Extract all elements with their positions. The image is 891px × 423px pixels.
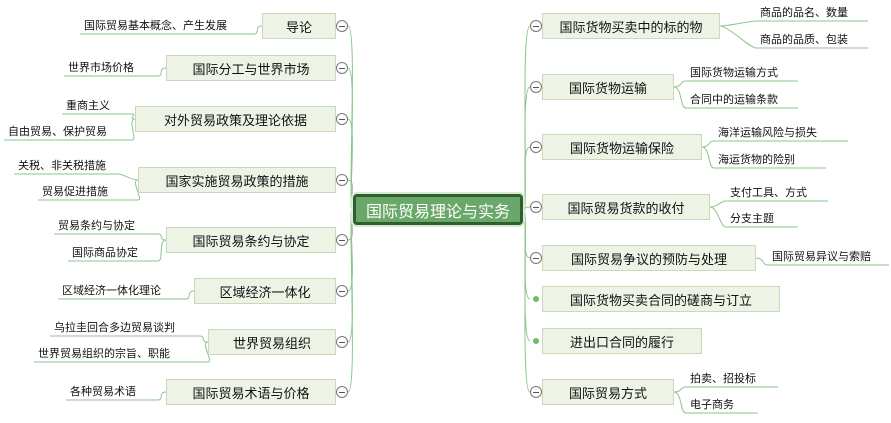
leaf-left-3-1[interactable]: 重商主义 [66, 99, 110, 112]
collapse-toggle-right-3[interactable] [530, 141, 542, 153]
leaf-connector-right-1-2 [719, 25, 757, 49]
leaf-right-1-2[interactable]: 商品的品质、包装 [760, 33, 848, 46]
left-topic-1[interactable]: 导论 [262, 13, 336, 39]
leaf-connector-right-8-2 [673, 391, 687, 414]
right-topic-1[interactable]: 国际货物买卖中的标的物 [542, 13, 720, 39]
leaf-right-5-1[interactable]: 国际贸易异议与索赔 [772, 250, 871, 263]
collapse-toggle-left-5[interactable] [336, 234, 348, 246]
branch-right-5 [522, 209, 531, 259]
branch-dot-right-6 [533, 296, 539, 302]
branch-right-7 [522, 209, 531, 342]
leaf-right-4-1[interactable]: 支付工具、方式 [730, 186, 807, 199]
root-topic[interactable]: 国际贸易理论与实务 [353, 194, 523, 225]
collapse-toggle-left-1[interactable] [336, 20, 348, 32]
branch-left-8 [347, 209, 354, 393]
left-topic-8[interactable]: 国际贸易术语与价格 [166, 379, 336, 405]
leaf-right-4-2[interactable]: 分支主题 [730, 212, 774, 225]
leaf-connector-left-8-1 [157, 391, 167, 401]
collapse-toggle-right-8[interactable] [530, 386, 542, 398]
branch-right-4 [522, 206, 531, 210]
leaf-connector-left-5-1 [157, 233, 167, 241]
right-topic-4[interactable]: 国际贸易货款的收付 [542, 194, 710, 220]
collapse-toggle-left-7[interactable] [336, 336, 348, 348]
leaf-right-2-1[interactable]: 国际货物运输方式 [690, 66, 778, 79]
collapse-toggle-right-5[interactable] [530, 252, 542, 264]
left-topic-3[interactable]: 对外贸易政策及理论依据 [135, 106, 336, 132]
left-topic-6[interactable]: 区域经济一体化 [194, 278, 336, 304]
leaf-connector-right-8-1 [673, 386, 687, 393]
leaf-connector-left-7-2 [204, 341, 210, 363]
leaf-connector-right-2-1 [673, 80, 687, 88]
leaf-connector-right-4-2 [709, 206, 727, 228]
left-topic-5[interactable]: 国际贸易条约与协定 [166, 227, 336, 253]
leaf-connector-left-5-2 [157, 239, 167, 262]
leaf-connector-right-3-2 [701, 146, 715, 169]
leaf-left-5-1[interactable]: 贸易条约与协定 [58, 219, 135, 232]
leaf-right-3-2[interactable]: 海运货物的险别 [718, 153, 795, 166]
branch-right-1 [522, 25, 531, 210]
leaf-connector-left-4-2 [134, 179, 140, 201]
branch-right-2 [522, 86, 531, 210]
right-topic-8[interactable]: 国际贸易方式 [542, 379, 674, 405]
collapse-toggle-left-2[interactable] [336, 62, 348, 74]
branch-right-3 [522, 146, 531, 210]
collapse-toggle-left-6[interactable] [336, 285, 348, 297]
leaf-right-2-2[interactable]: 合同中的运输条款 [690, 93, 778, 106]
branch-left-4 [347, 179, 354, 210]
leaf-left-8-1[interactable]: 各种贸易术语 [70, 385, 136, 398]
branch-dot-right-7 [533, 338, 539, 344]
collapse-toggle-left-4[interactable] [336, 174, 348, 186]
leaf-connector-right-1-1 [719, 20, 757, 27]
right-topic-3[interactable]: 国际货物运输保险 [542, 134, 702, 160]
leaf-connector-right-4-1 [709, 200, 727, 208]
right-topic-5[interactable]: 国际贸易争议的预防与处理 [542, 245, 756, 271]
leaf-left-4-1[interactable]: 关税、非关税措施 [18, 159, 106, 172]
left-topic-7[interactable]: 世界贸易组织 [208, 329, 336, 355]
collapse-toggle-right-4[interactable] [530, 201, 542, 213]
leaf-connector-left-7-1 [199, 335, 209, 343]
leaf-connector-left-2-1 [157, 67, 167, 77]
leaf-left-5-2[interactable]: 国际商品协定 [72, 246, 138, 259]
leaf-connector-left-4-1 [117, 173, 139, 181]
leaf-connector-left-3-2 [131, 118, 136, 141]
leaf-left-7-1[interactable]: 乌拉圭回合多边贸易谈判 [54, 321, 175, 334]
leaf-right-8-2[interactable]: 电子商务 [690, 398, 734, 411]
leaf-connector-left-1-1 [253, 25, 263, 35]
left-topic-2[interactable]: 国际分工与世界市场 [166, 55, 336, 81]
leaf-right-1-1[interactable]: 商品的品名、数量 [760, 6, 848, 19]
leaf-connector-right-3-1 [701, 140, 715, 148]
leaf-connector-left-6-1 [185, 290, 195, 300]
leaf-right-3-1[interactable]: 海洋运输风险与损失 [718, 126, 817, 139]
collapse-toggle-left-8[interactable] [336, 386, 348, 398]
collapse-toggle-right-2[interactable] [530, 81, 542, 93]
right-topic-2[interactable]: 国际货物运输 [542, 74, 674, 100]
leaf-left-3-2[interactable]: 自由贸易、保护贸易 [8, 125, 107, 138]
leaf-connector-right-5-1 [755, 257, 769, 266]
leaf-left-7-2[interactable]: 世界贸易组织的宗旨、职能 [38, 347, 170, 360]
collapse-toggle-right-1[interactable] [530, 20, 542, 32]
leaf-left-2-1[interactable]: 世界市场价格 [68, 61, 134, 74]
right-topic-7[interactable]: 进出口合同的履行 [542, 328, 702, 354]
branch-left-3 [347, 118, 354, 210]
leaf-left-4-2[interactable]: 贸易促进措施 [42, 185, 108, 198]
right-topic-6[interactable]: 国际货物买卖合同的磋商与订立 [542, 286, 780, 312]
collapse-toggle-left-3[interactable] [336, 113, 348, 125]
leaf-right-8-1[interactable]: 拍卖、招投标 [690, 372, 756, 385]
left-topic-4[interactable]: 国家实施贸易政策的措施 [138, 167, 336, 193]
leaf-left-1-1[interactable]: 国际贸易基本概念、产生发展 [84, 19, 227, 32]
leaf-left-6-1[interactable]: 区域经济一体化理论 [62, 284, 161, 297]
leaf-connector-right-2-2 [673, 86, 687, 109]
branch-right-8 [522, 209, 531, 393]
